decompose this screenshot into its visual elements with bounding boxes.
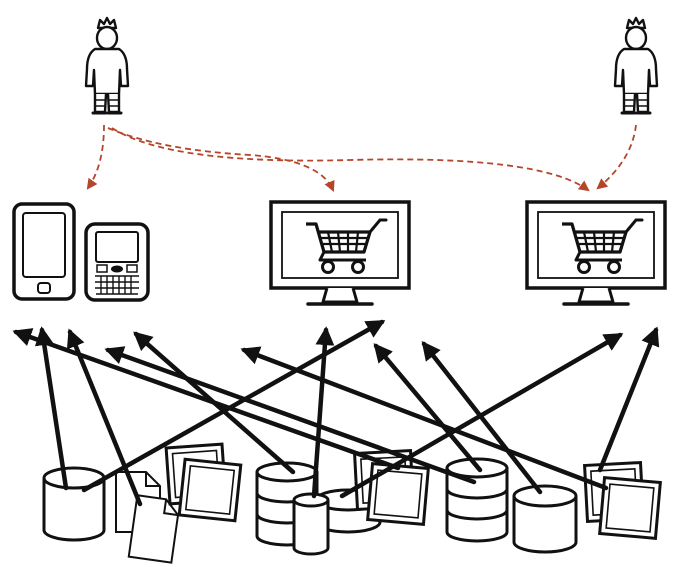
monitor-shopping-cart-icon [525, 200, 667, 306]
document-icon [127, 494, 180, 564]
database-icon [445, 457, 509, 543]
user-left-icon [84, 16, 130, 115]
data-arrow [133, 331, 296, 475]
photo-stack-icon [164, 442, 243, 523]
user-right-icon [613, 16, 659, 115]
data-arrow [240, 346, 609, 491]
user-request-arrows [86, 124, 637, 192]
data-arrow [373, 343, 483, 473]
dashed-arrow-left-user-to-center-monitor [107, 127, 335, 192]
data-flow-arrows [12, 319, 660, 507]
data-arrow [421, 341, 543, 495]
database-icon [42, 466, 106, 542]
data-arrow [66, 328, 143, 507]
database-icon [512, 484, 578, 554]
monitor-shopping-cart-icon [269, 200, 411, 306]
blackberry-phone-icon [84, 222, 150, 302]
dashed-arrow-right-user-to-right-monitor [596, 124, 637, 190]
data-arrow [104, 346, 477, 485]
data-arrow [597, 326, 660, 473]
dashed-arrow-left-user-to-phone [86, 124, 105, 190]
photo-stack-icon [583, 461, 662, 540]
dashed-arrow-left-user-to-right-monitor [111, 127, 590, 192]
data-arrow [311, 326, 335, 499]
data-arrow [12, 328, 401, 471]
data-arrow [81, 319, 386, 493]
database-icon [292, 492, 330, 556]
data-arrow [34, 326, 69, 491]
data-sources [42, 442, 662, 564]
smartphone-icon [12, 202, 76, 301]
